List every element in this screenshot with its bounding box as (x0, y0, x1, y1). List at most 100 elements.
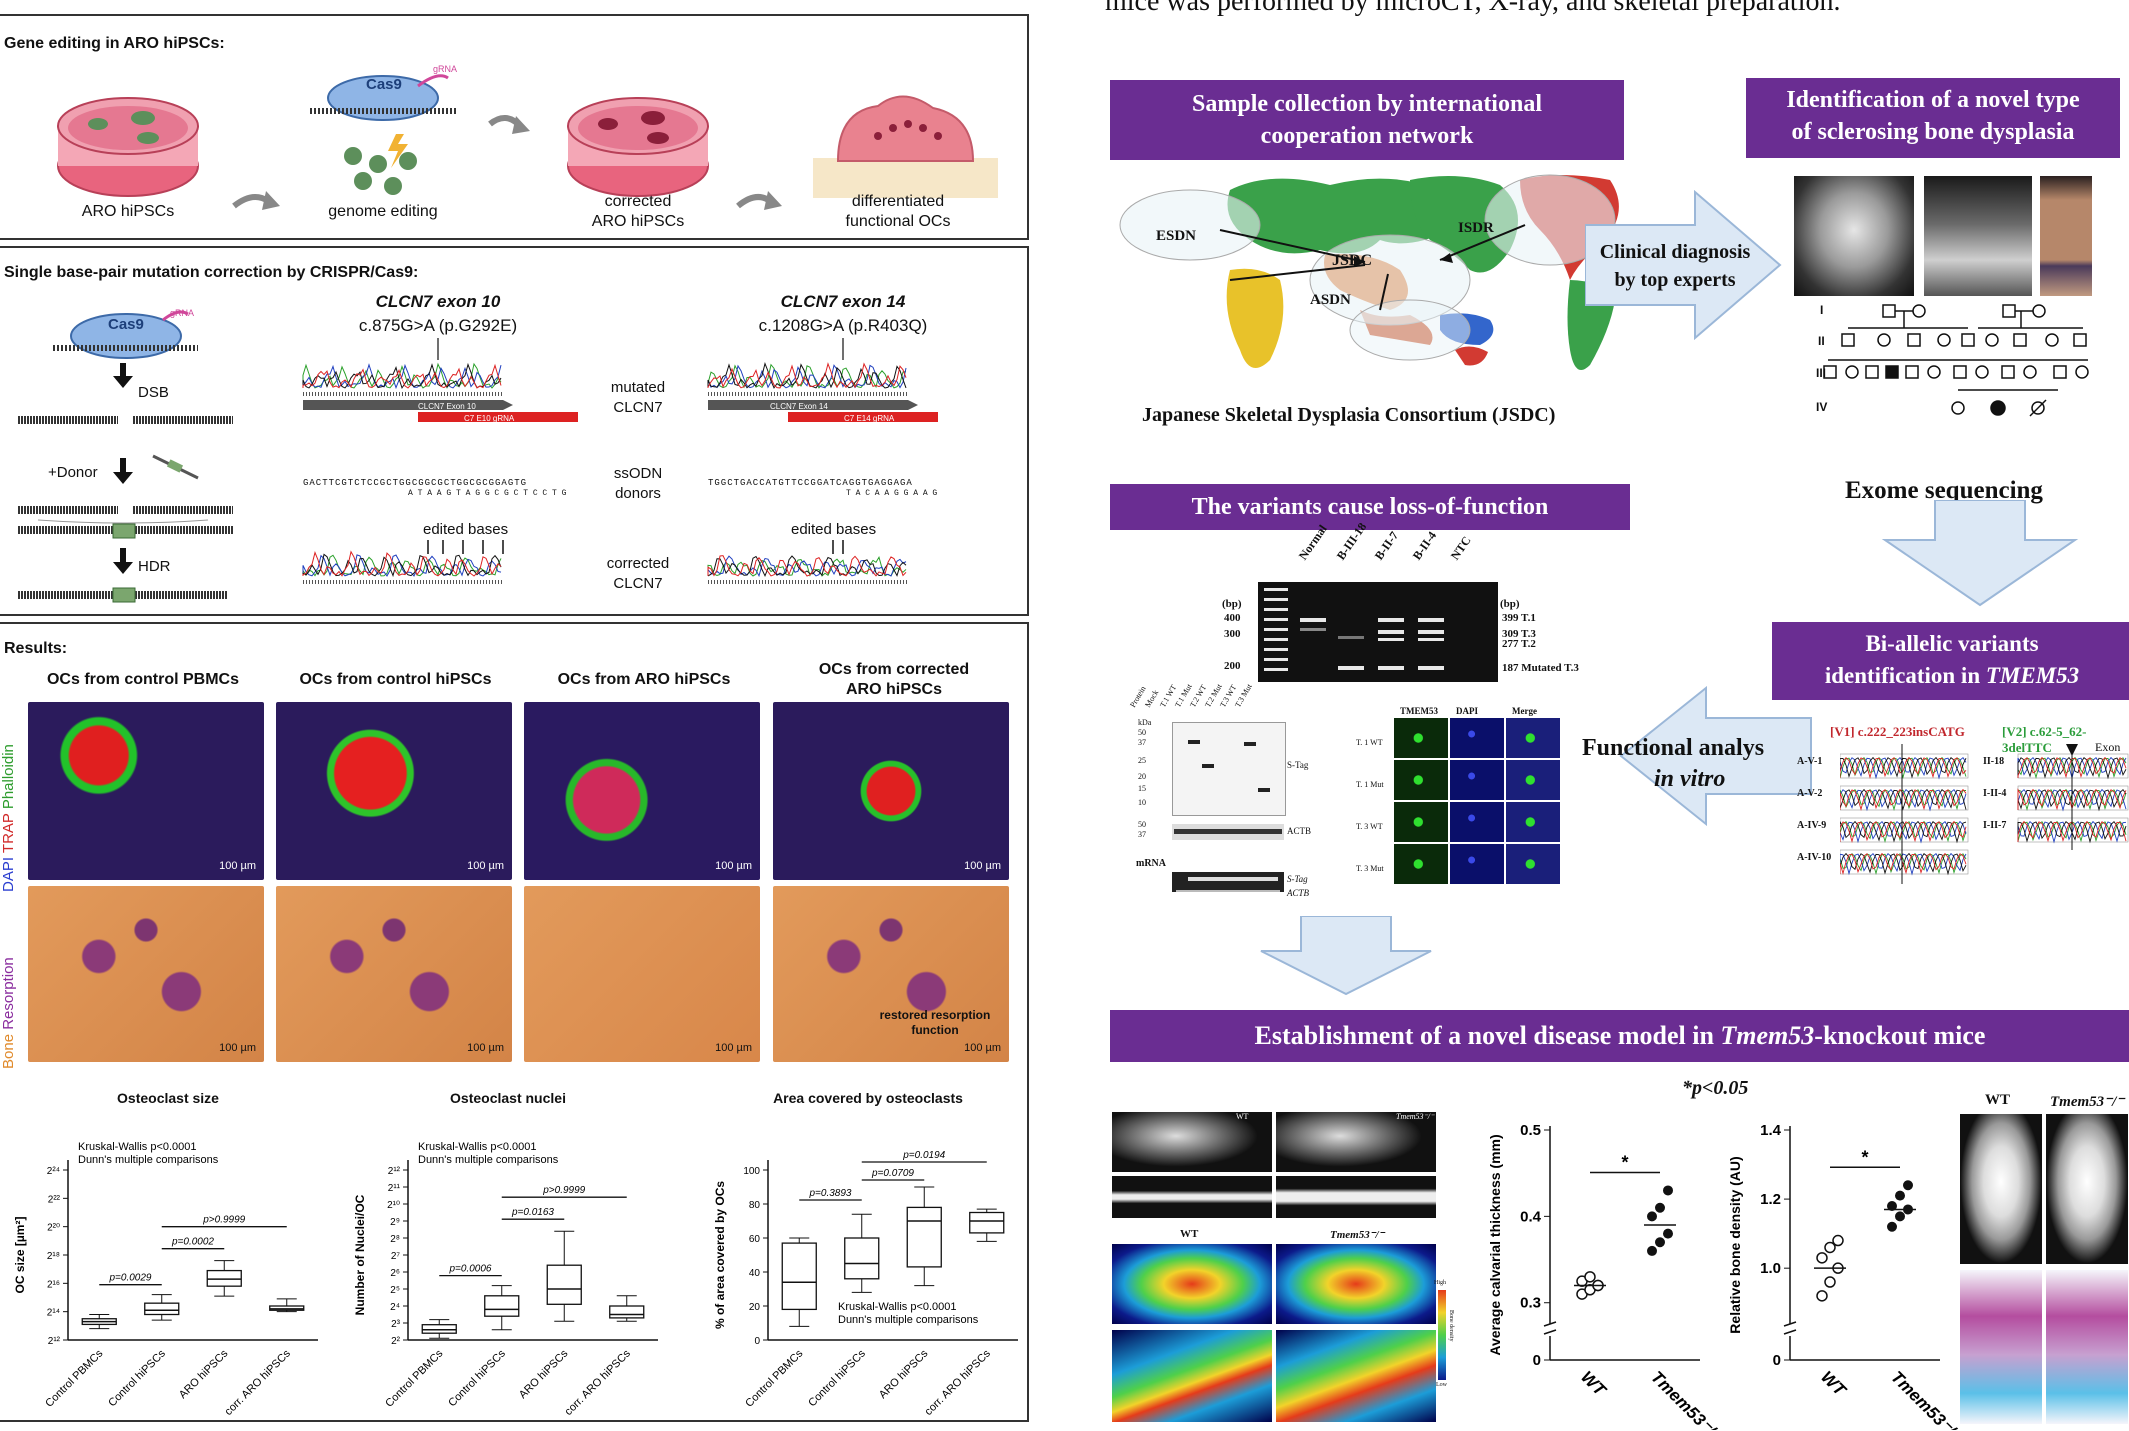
resorption-image-3: 100 µm (524, 886, 760, 1062)
if-image-tile (1394, 718, 1448, 758)
density-title: Bone density (1448, 1310, 1454, 1342)
p-value-note: *p<0.05 (1682, 1077, 1749, 1099)
scale-label: 100 µm (219, 1042, 256, 1054)
microct-ko-section (1276, 1176, 1436, 1218)
skull-xray (1794, 176, 1914, 296)
exon14-mutation: c.1208G>A (p.R403Q) (758, 316, 928, 335)
variant-v1: [V1] c.222_223insCATG (1830, 724, 1965, 739)
gel-lane-label: B-II-7 (1371, 528, 1402, 563)
y-tick-label: 0.5 (1520, 1122, 1541, 1139)
gene-editing-panel: Gene editing in ARO hiPSCs: (0, 14, 1029, 240)
x-category-label: Tmem53⁻/⁻ (1887, 1367, 1960, 1430)
data-point (1655, 1237, 1665, 1248)
banner-disease-model: Establishment of a novel disease model i… (1110, 1010, 2129, 1062)
if-image-tile (1450, 760, 1504, 800)
panel3-title: Results: (4, 640, 68, 657)
y-tick-label: 2⁸ (390, 1234, 400, 1245)
exon10-bar (303, 400, 503, 410)
map-label-esdn: ESDN (1156, 228, 1197, 244)
density-low: Low (1436, 1382, 1447, 1388)
banner-identification: Identification of a novel type of sclero… (1746, 78, 2120, 158)
resorption-image-2: 100 µm (276, 886, 512, 1062)
wb-kda-label: 50 (1138, 820, 1146, 829)
if-image-tile (1506, 718, 1560, 758)
heat-label-wt: WT (1180, 1228, 1199, 1240)
wb-kda-label: 10 (1138, 798, 1146, 807)
y-tick-label: 60 (749, 1234, 761, 1245)
map-link-asdn (1379, 273, 1389, 311)
edited-bases-label-10: edited bases (423, 521, 509, 538)
osteoclast-illustration (813, 95, 998, 198)
y-axis-label: OC size [µm²] (13, 1217, 27, 1294)
stats-text: Kruskal-Wallis p<0.0001 (838, 1301, 957, 1313)
y-tick-label: 2²⁰ (47, 1223, 60, 1234)
p-value-label: p=0.3893 (809, 1188, 852, 1199)
mrna-tag-stag: S-Tag (1287, 874, 1308, 884)
heatmap-ko (1276, 1244, 1436, 1324)
world-map-network (1119, 174, 1619, 370)
if-image-tile (1394, 844, 1448, 884)
y-tick-label: 0.4 (1520, 1208, 1542, 1225)
resorption-image-4: 100 µm (773, 886, 1009, 1062)
p-value-label: p=0.0163 (511, 1207, 554, 1218)
exon14-grna-label: C7 E14 gRNA (844, 414, 895, 423)
box-body (546, 1264, 582, 1305)
chromatogram-corrected-exon10 (302, 550, 503, 584)
wb-bands (1172, 740, 1284, 892)
bone-label: Bone (0, 1033, 17, 1069)
x-category-label: Control PBMCs (43, 1347, 105, 1409)
data-point (1887, 1201, 1897, 1211)
gel-bands (1264, 588, 1444, 671)
data-point (1832, 1234, 1844, 1247)
sanger-row-label: I-II-4 (1983, 788, 2007, 799)
y-tick-label: 1.0 (1760, 1260, 1781, 1277)
chromatogram-mutated-exon10 (302, 362, 503, 396)
wb-label-actb: ACTB (1287, 826, 1312, 836)
box-body (144, 1302, 180, 1316)
axis-break (1543, 1329, 1557, 1335)
chart-title-size: Osteoclast size (117, 1090, 219, 1106)
y-tick-label: 2⁴ (390, 1302, 400, 1313)
skull-ko-image (2046, 1114, 2128, 1264)
p-value-label: p=0.0002 (171, 1237, 214, 1248)
stats-text: Dunn's multiple comparisons (78, 1154, 219, 1166)
y-tick-label: 2⁶ (390, 1268, 400, 1279)
wb-kda-label: 50 (1138, 728, 1146, 737)
microct-ko-sagittal (1276, 1112, 1436, 1172)
y-axis-label: Average calvarial thickness (mm) (1487, 1134, 1503, 1355)
banner-model-text-b: -knockout mice (1814, 1021, 1986, 1050)
data-point (1647, 1245, 1657, 1256)
ct-label-ko: Tmem53⁻/⁻ (1396, 1112, 1435, 1121)
exon10-mutation: c.875G>A (p.G292E) (358, 316, 518, 335)
exon14-grna-bar (788, 412, 938, 422)
exon10-grna-label: C7 E10 gRNA (464, 414, 515, 423)
gel-band-t1: 399 T.1 (1502, 612, 1536, 624)
y-tick-label: 2² (391, 1336, 401, 1347)
wb-kda-label: kDa (1138, 718, 1152, 727)
y-tick-label: 80 (749, 1200, 761, 1211)
fluorescence-image-2: 100 µm (276, 702, 512, 880)
panel2-title: Single base-pair mutation correction by … (4, 264, 419, 281)
if-row-label: T. 1 WT (1356, 738, 1383, 747)
fluorescence-image-1: 100 µm (28, 702, 264, 880)
functional-in-vitro: in vitro (1654, 766, 1726, 792)
map-caption: Japanese Skeletal Dysplasia Consortium (… (1142, 404, 1556, 426)
y-tick-label: 2¹⁰ (387, 1200, 400, 1211)
caption-genome-editing: genome editing (328, 203, 438, 220)
gel-band-header: (bp) (1500, 598, 1520, 610)
fluorescence-image-3: 100 µm (524, 702, 760, 880)
density-high: High (1434, 1280, 1446, 1286)
paw-ko-image (2046, 1270, 2128, 1424)
data-point (1903, 1180, 1913, 1191)
y-tick-label: 100 (743, 1166, 760, 1177)
curved-arrow-icon (232, 194, 270, 209)
caption-aro-hipscs: ARO hiPSCs (81, 203, 175, 220)
y-tick-label: 0 (1533, 1352, 1541, 1369)
restored-resorption-annotation: restored resorption function (879, 1008, 991, 1037)
exon14-bar-arrow (908, 400, 918, 410)
data-point (1816, 1290, 1828, 1302)
wb-kda-label: 15 (1138, 784, 1146, 793)
sanger-row-label: A-IV-9 (1797, 820, 1827, 831)
